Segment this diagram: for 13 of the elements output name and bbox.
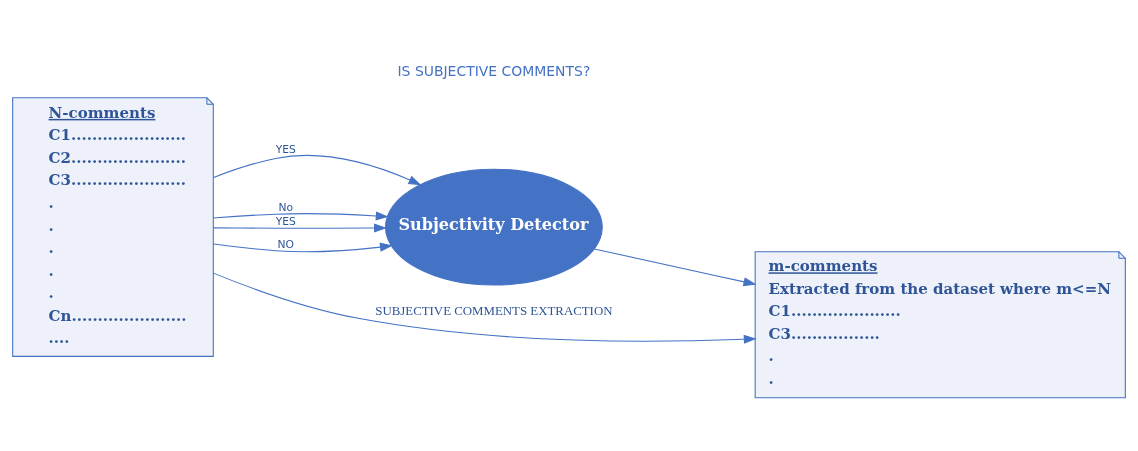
arrow (213, 223, 387, 233)
node-ellipse: Subjectivity Detector (385, 168, 603, 286)
arrow (213, 154, 422, 186)
arrow (593, 248, 757, 287)
edge-label: No (278, 201, 294, 215)
edge-label: YES (275, 143, 296, 157)
edge-label: SUBJECTIVE COMMENTS EXTRACTION (375, 303, 613, 318)
arrow (212, 272, 757, 344)
arrow (213, 242, 393, 253)
edge-label: YES (275, 214, 296, 228)
label: IS SUBJECTIVE COMMENTS? (397, 63, 591, 80)
edge-label: NO (277, 237, 294, 251)
arrow (212, 211, 389, 221)
